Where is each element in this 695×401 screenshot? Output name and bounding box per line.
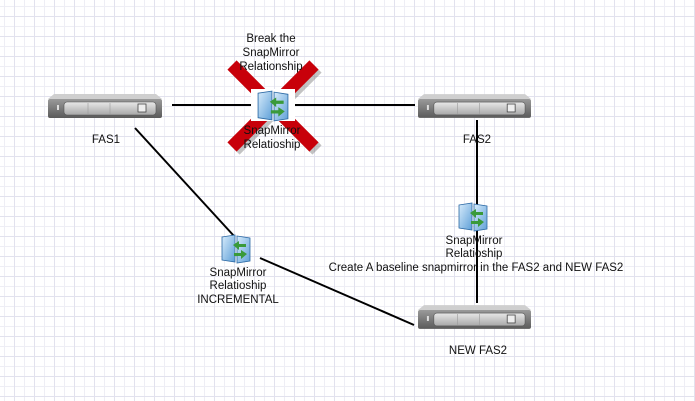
link-label: INCREMENTAL: [197, 294, 279, 306]
node-label: FAS2: [463, 134, 491, 146]
node-fas1[interactable]: FAS1: [48, 94, 162, 146]
link-label: SnapMirror: [244, 125, 301, 137]
link-label: Relatioship: [210, 280, 267, 292]
server-icon: [418, 94, 531, 118]
annotation-text: SnapMirror: [243, 47, 300, 59]
snapmirror-fas1-fas2[interactable]: SnapMirror Relatioship: [244, 89, 301, 151]
node-label: NEW FAS2: [449, 345, 507, 357]
link-mirror-new-fas2[interactable]: [259, 257, 415, 326]
baseline-annotation: Create A baseline snapmirror in the FAS2…: [329, 262, 624, 274]
annotation-text: Relationship: [239, 61, 302, 73]
snapmirror-fas2-new-fas2[interactable]: SnapMirror Relatioship: [446, 202, 503, 260]
node-fas2[interactable]: FAS2: [418, 94, 531, 146]
link-label: SnapMirror: [446, 235, 503, 247]
node-new-fas2[interactable]: NEW FAS2: [418, 305, 531, 357]
snapmirror-fas1-new-fas2[interactable]: SnapMirror Relatioship INCREMENTAL: [197, 234, 279, 306]
snapmirror-icon: [221, 234, 251, 264]
node-label: FAS1: [92, 134, 120, 146]
server-icon: [418, 305, 531, 329]
break-annotation: Break the SnapMirror Relationship: [239, 33, 302, 73]
link-label: Relatioship: [244, 139, 301, 151]
link-fas1-mirror[interactable]: [134, 127, 235, 237]
link-label: Relatioship: [446, 248, 503, 260]
annotation-text: Break the: [246, 33, 295, 45]
link-label: SnapMirror: [210, 267, 267, 279]
server-icon: [48, 94, 162, 118]
snapmirror-icon: [458, 202, 488, 232]
